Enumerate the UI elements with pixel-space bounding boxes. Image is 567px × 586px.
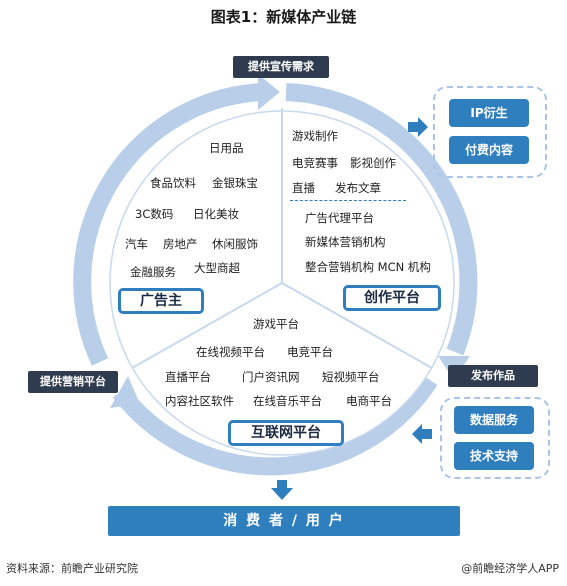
advertiser-item: 房地产 (163, 237, 198, 251)
creation-item: 游戏制作 (292, 129, 338, 143)
creation-sector-label: 创作平台 (343, 285, 441, 311)
advertiser-item: 食品饮料 (150, 176, 196, 190)
ring-arc-left (73, 83, 263, 366)
arrow-to-consumer (271, 480, 293, 500)
advertiser-item: 金银珠宝 (212, 176, 258, 190)
ring-arrowhead-top (258, 74, 280, 110)
creation-item: 电竞赛事 (292, 156, 338, 170)
advertiser-item: 休闲服饰 (212, 237, 258, 251)
ring-arrowhead-bottom-left (110, 376, 140, 408)
ring-arc-bottom (112, 375, 438, 476)
divider-line-right (281, 282, 433, 369)
advertiser-item: 日化美妆 (193, 207, 239, 221)
internet-item: 直播平台 (165, 370, 211, 384)
creation-item: 广告代理平台 (305, 211, 374, 225)
internet-item: 游戏平台 (253, 317, 299, 331)
advertiser-item: 3C数码 (135, 207, 174, 221)
internet-item: 短视频平台 (322, 370, 380, 384)
internet-item: 在线视频平台 (196, 345, 265, 359)
tech-support-button: 技术支持 (454, 442, 534, 470)
advertiser-item: 金融服务 (130, 265, 176, 279)
divider-line-left (131, 282, 283, 369)
internet-item: 电商平台 (346, 394, 392, 408)
advertiser-item: 汽车 (125, 237, 148, 251)
source-note: 资料来源：前瞻产业研究院 (6, 562, 138, 575)
internet-item: 门户资讯网 (242, 370, 300, 384)
publish-works-label: 发布作品 (448, 365, 538, 387)
arrow-to-top-panel (408, 117, 428, 137)
internet-sector-label: 互联网平台 (228, 420, 344, 446)
creation-item: 影视创作 (350, 156, 396, 170)
derivative-panel (433, 86, 547, 178)
consumer-bar: 消 费 者 / 用 户 (108, 506, 460, 536)
data-service-button: 数据服务 (454, 406, 534, 434)
paid-content-button: 付费内容 (449, 136, 529, 164)
demand-label: 提供宣传需求 (233, 56, 329, 78)
advertiser-item: 日用品 (209, 141, 244, 155)
internet-item: 在线音乐平台 (253, 394, 322, 408)
creation-item: 发布文章 (335, 181, 381, 195)
arrow-from-bottom-panel (412, 424, 432, 444)
marketing-platform-label: 提供营销平台 (28, 371, 118, 393)
page-title: 图表1：新媒体产业链 (210, 8, 357, 26)
creation-item: 新媒体营销机构 (305, 235, 386, 249)
ip-derivative-button: IP衍生 (449, 99, 529, 127)
creation-divider (290, 200, 406, 201)
internet-item: 内容社区软件 (165, 394, 234, 408)
creation-item: 直播 (292, 181, 315, 195)
brand-note: @前瞻经济学人APP (461, 562, 559, 575)
ring-arc-top-right (285, 83, 478, 356)
creation-item: 整合营销机构 MCN 机构 (305, 260, 431, 274)
internet-item: 电竞平台 (287, 345, 333, 359)
service-panel (440, 397, 550, 479)
advertiser-item: 大型商超 (194, 261, 240, 275)
advertiser-sector-label: 广告主 (118, 288, 204, 314)
